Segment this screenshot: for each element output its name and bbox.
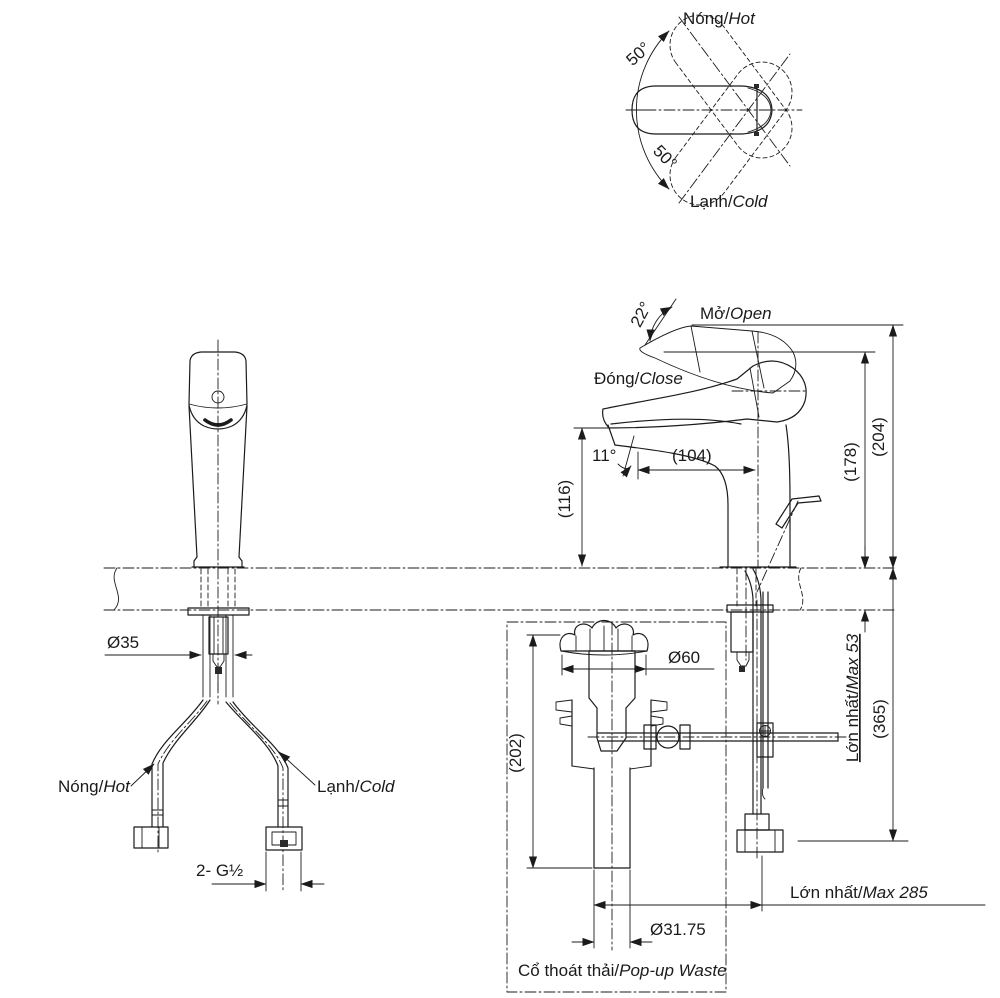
cold-hose-center [229, 702, 284, 892]
tick-bottom [754, 132, 759, 136]
cold-hose-outer [232, 701, 289, 828]
side-shank-tip [736, 651, 750, 667]
angle-11: 11° [592, 446, 616, 465]
cold-leader-line [278, 751, 316, 786]
tick-top [754, 84, 759, 88]
dim-104: (104) [672, 446, 712, 465]
lift-rod-hook [761, 787, 766, 800]
rod-ball-joint [656, 725, 680, 749]
aerator-angle-leader [617, 463, 632, 478]
counter-break-left [113, 567, 119, 611]
waste-plug-section [588, 650, 636, 752]
dim-max-reach: Lớn nhất/Max 285 [790, 883, 928, 902]
strainer-petals [575, 625, 633, 652]
rod-gland-left [643, 724, 657, 750]
lever-open-facets [690, 325, 765, 389]
housing-taper [571, 765, 652, 770]
rod-clamp [756, 722, 774, 758]
dim-tail-dia: Ø31.75 [650, 920, 706, 939]
front-view-faucet: Nóng/Hot Lạnh/Cold [58, 339, 395, 892]
side-mounting-flange [726, 604, 774, 613]
lever-closed-facet [749, 367, 760, 418]
handle-cap-outline [188, 351, 248, 405]
lever-closed-outline [602, 360, 807, 429]
dim-flange-dia: Ø60 [668, 648, 700, 667]
dim-shank-dia: Ø35 [107, 633, 139, 652]
body-right-edge [238, 405, 248, 558]
angle-22: 22° [627, 299, 656, 331]
cap-parting-line [188, 403, 248, 409]
top-view-handle-swing: Nóng/Hot Lạnh/Cold 50° 50° [622, 9, 803, 211]
supply-hoses [133, 699, 303, 892]
front-cold-label: Lạnh/Cold [317, 777, 395, 796]
cold-hose-inner [225, 701, 279, 828]
side-mounting-nut [730, 611, 754, 653]
dim-202: (202) [506, 733, 525, 773]
side-hose-right-wall [752, 568, 762, 815]
clamp-screw-cross [759, 725, 771, 737]
spout-top-edge [610, 418, 742, 425]
countertop-section [103, 567, 898, 611]
hot-hose-center [157, 700, 208, 853]
handle-button [211, 390, 225, 404]
spout-shroud [188, 404, 248, 430]
shank-below-deck [187, 568, 250, 698]
cold-hose-nut [265, 826, 303, 851]
dim-204: (204) [869, 417, 888, 457]
hot-hose-inner [162, 699, 211, 828]
handle-cold-position-outline [669, 61, 793, 206]
detail-boundary-box [506, 621, 727, 993]
cold-axis-line [678, 53, 791, 204]
hot-label: Nóng/Hot [683, 9, 756, 28]
counter-break-right [798, 567, 804, 611]
open-label: Mở/Open [700, 304, 772, 323]
mounting-nut [208, 616, 229, 655]
rod-gland-right [679, 724, 691, 750]
popup-lift-knob [775, 495, 822, 529]
waste-strainer-top [559, 619, 649, 652]
aerator-slot [203, 418, 233, 427]
dim-178: (178) [841, 442, 860, 482]
base-flare [191, 556, 245, 568]
swing-angle-lower: 50° [649, 141, 681, 173]
aerator-angle-line [622, 435, 635, 477]
mounting-flange [187, 607, 250, 616]
side-below-deck [726, 568, 784, 861]
side-view-faucet [602, 325, 822, 593]
hot-axis-line [678, 16, 791, 167]
side-hose-nut [736, 829, 784, 853]
dim-max-deck: Lớn nhất/Max 53 [843, 633, 862, 762]
hot-hose-outer [151, 699, 204, 828]
strainer-rim [560, 650, 648, 656]
dim-supply-thread: 2- G½ [196, 861, 243, 880]
shank-tip [212, 653, 225, 668]
swing-angle-upper: 50° [622, 38, 654, 69]
dim-365: (365) [870, 699, 889, 739]
lift-rod-axis [756, 500, 799, 593]
housing-tabs-right [650, 699, 668, 727]
front-hot-label: Nóng/Hot [58, 777, 131, 796]
side-hose-left-wall [744, 570, 754, 815]
waste-caption: Cổ thoát thải/Pop-up Waste [518, 961, 727, 980]
handle-center-position-outline [631, 85, 773, 135]
close-label: Đóng/Close [594, 369, 683, 388]
clamp-screw [759, 725, 771, 737]
dim-116: (116) [555, 480, 574, 518]
housing-tabs-left [555, 699, 573, 727]
popup-waste-detail [506, 619, 851, 993]
hot-hose-nut [133, 826, 169, 849]
body-right-edge-side [785, 424, 791, 568]
cold-label: Lạnh/Cold [690, 192, 768, 211]
body-left-edge [188, 405, 198, 558]
handle-dome-seam [747, 87, 772, 133]
lever-angle-arc [646, 306, 673, 342]
dimension-annotations: (204) (178) (116) (104) 11° 22° Mở/Open … [104, 298, 986, 980]
hot-leader-line [130, 763, 155, 787]
